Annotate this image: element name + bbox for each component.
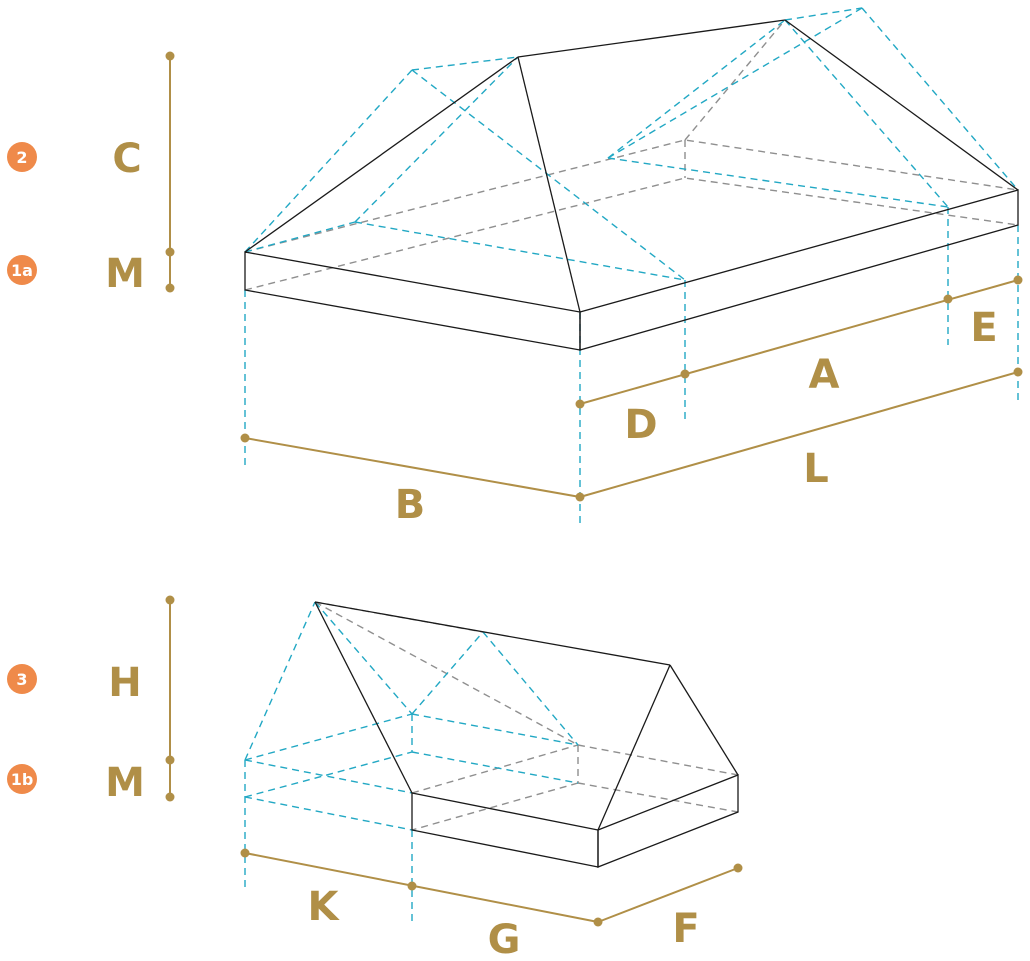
gable-roof-outline	[314, 601, 739, 868]
badge-2: 2	[7, 142, 37, 172]
label-M-bottom: M	[105, 760, 145, 806]
label-A: A	[809, 352, 840, 398]
label-B: B	[395, 482, 426, 528]
gable-roof-figure: 3 1b H M K G F	[7, 595, 743, 961]
label-E: E	[970, 305, 997, 351]
gable-roof-hidden-lines	[314, 601, 739, 831]
svg-text:1a: 1a	[11, 261, 33, 280]
label-G: G	[488, 917, 521, 961]
svg-text:3: 3	[16, 670, 27, 689]
hip-roof-hidden-lines	[244, 19, 1019, 291]
gable-roof-dimension-dots	[165, 595, 743, 927]
label-K: K	[308, 884, 341, 930]
label-H: H	[108, 660, 141, 706]
svg-text:1b: 1b	[11, 770, 34, 789]
gable-roof-letters: H M K G F	[105, 660, 700, 961]
hip-roof-outline	[244, 19, 1019, 351]
label-C: C	[112, 136, 141, 182]
hip-roof-construction-lines	[244, 7, 1019, 525]
gable-roof-dimension-lines	[169, 600, 739, 923]
label-L: L	[803, 446, 829, 492]
gable-roof-construction-lines	[244, 601, 579, 922]
badge-1b: 1b	[7, 764, 37, 794]
badge-1a: 1a	[7, 255, 37, 285]
hip-roof-dimension-dots	[165, 51, 1023, 502]
badge-3: 3	[7, 664, 37, 694]
svg-text:2: 2	[16, 148, 27, 167]
label-M-top: M	[105, 251, 145, 297]
hip-roof-figure: 2 1a C M B D A E L	[7, 7, 1023, 528]
label-F: F	[672, 906, 699, 952]
hip-roof-letters: C M B D A E L	[105, 136, 998, 528]
label-D: D	[624, 402, 657, 448]
